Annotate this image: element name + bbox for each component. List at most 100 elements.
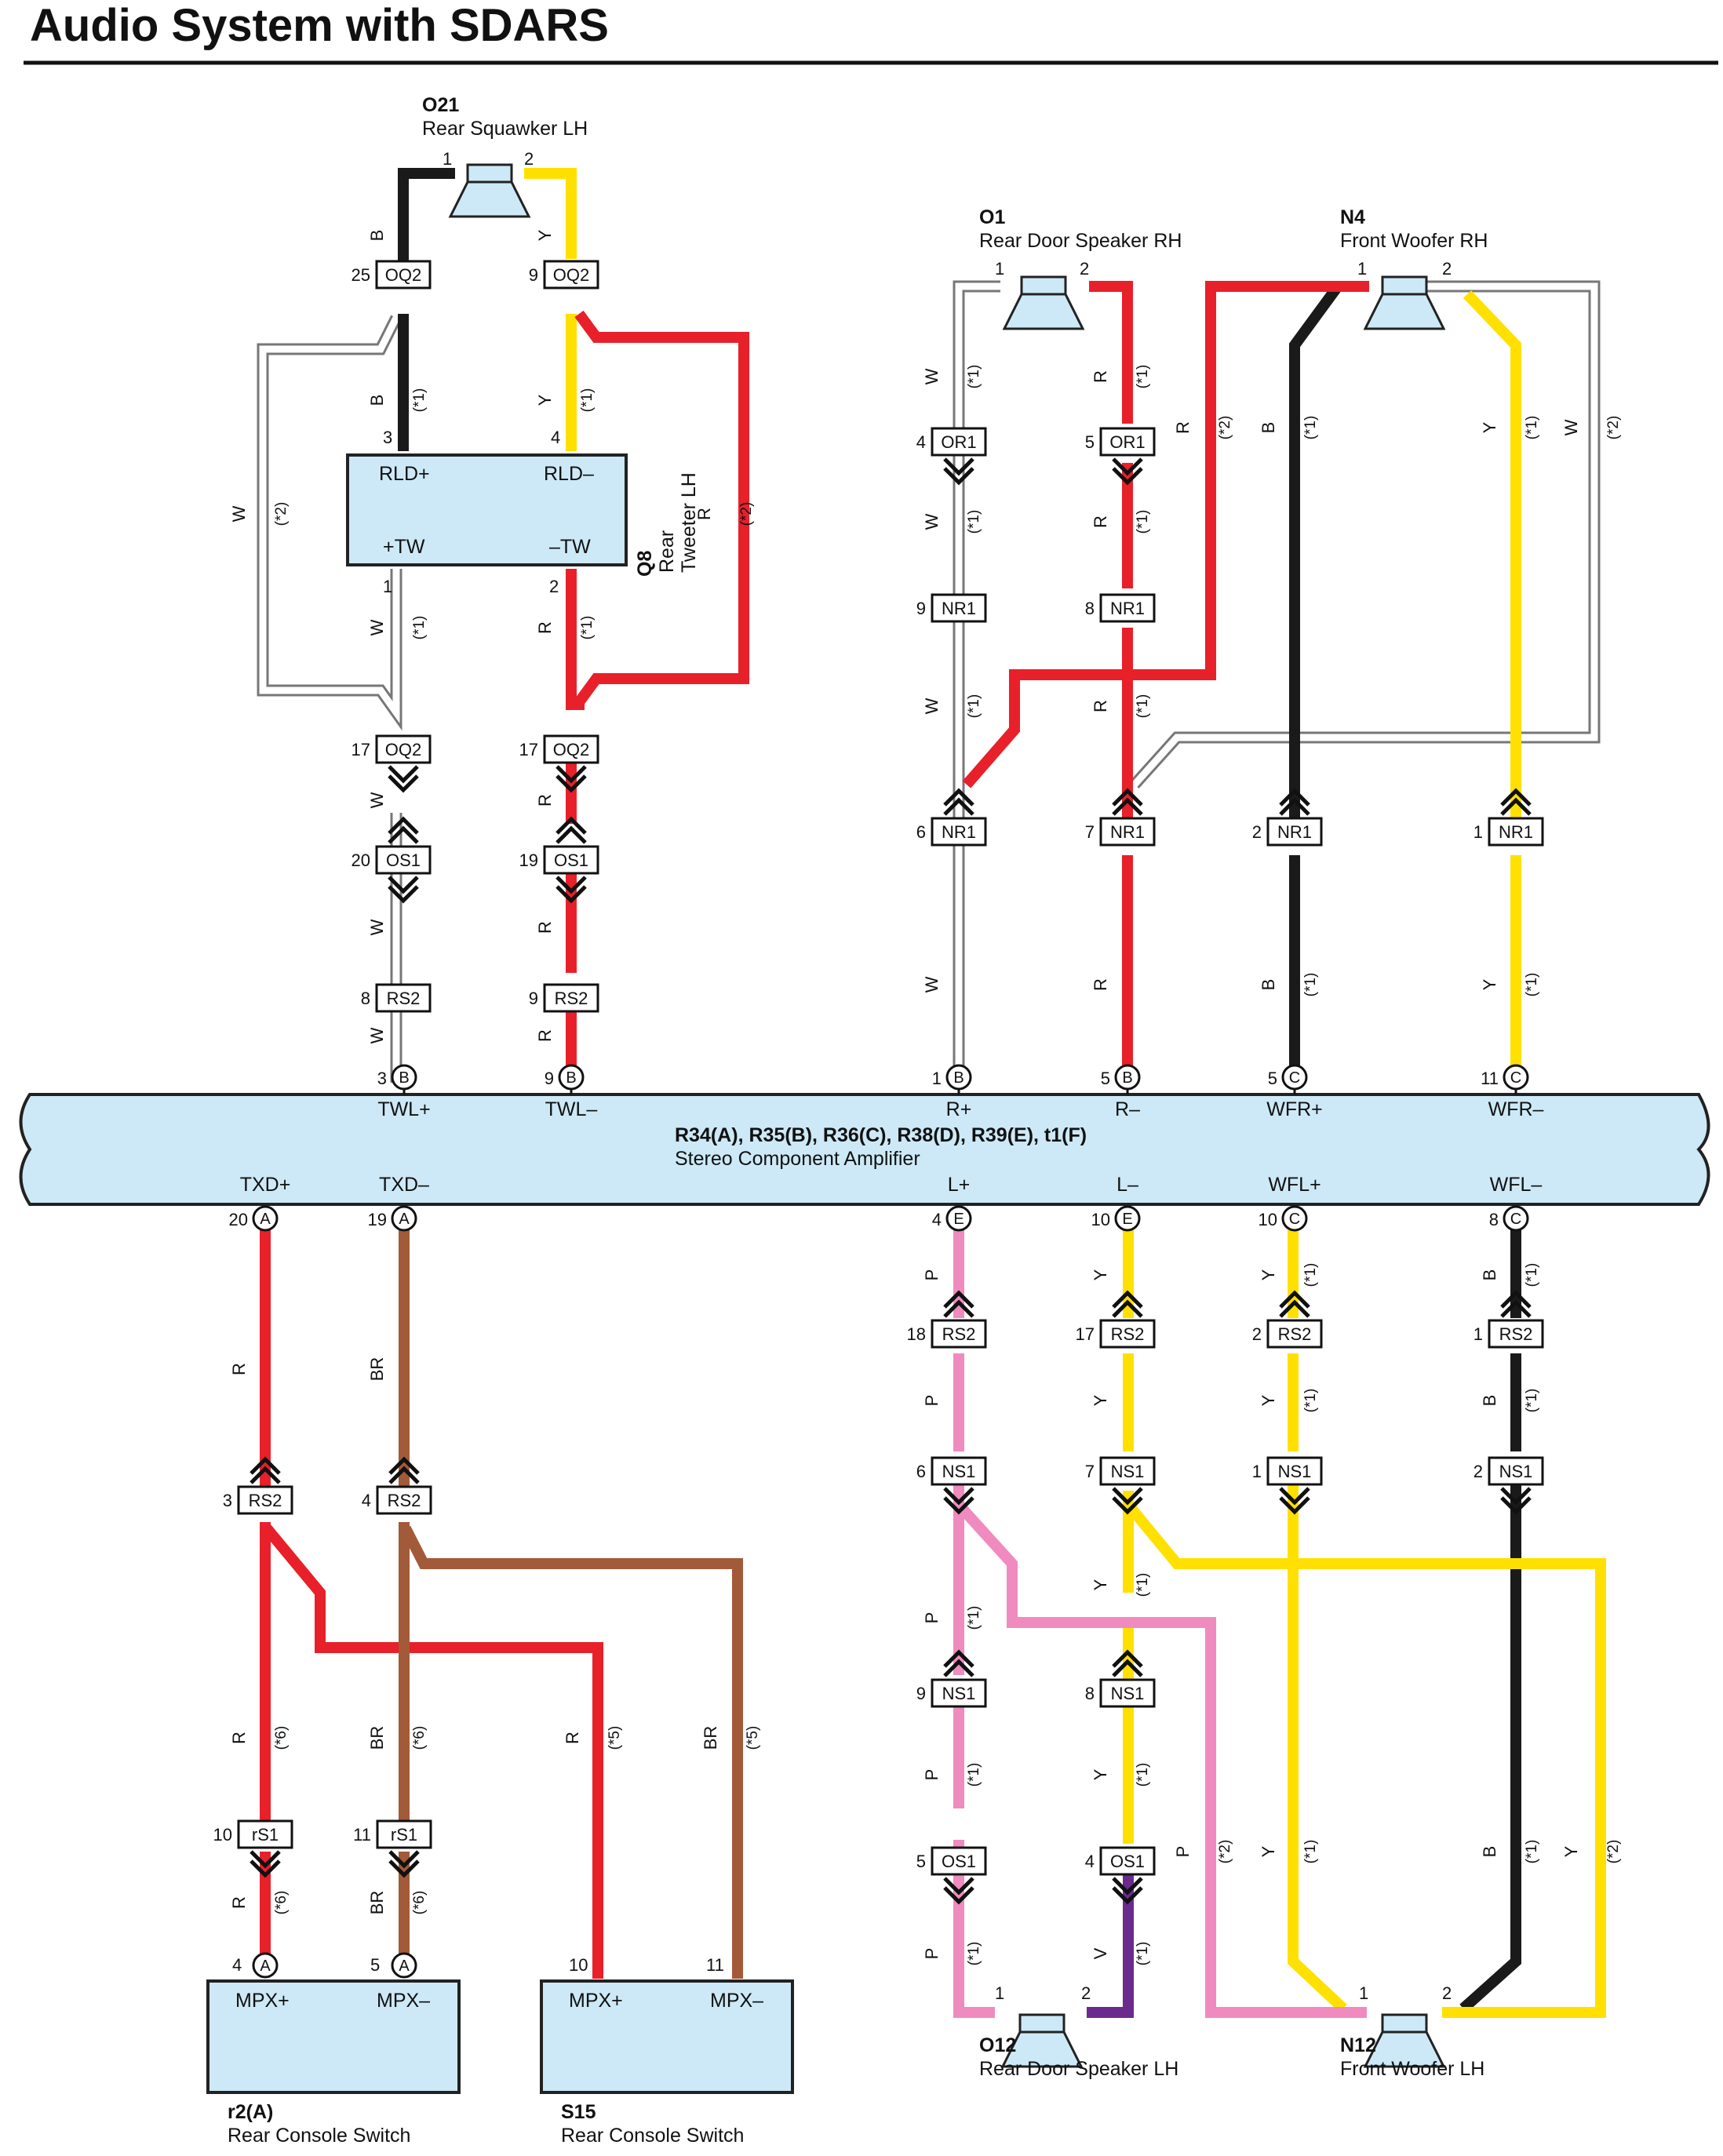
connector-pin: 1 <box>1473 1324 1483 1344</box>
connector-pin: 9 <box>916 1684 926 1703</box>
connector-name: OQ2 <box>553 265 589 285</box>
wire-color-code: Y <box>535 229 555 241</box>
wire-label: Y(*2) <box>1561 1840 1622 1864</box>
amp-top-letter: B <box>566 1069 576 1087</box>
n12-id: N12 <box>1340 2034 1376 2056</box>
wire-color-code: Y <box>1259 1394 1278 1406</box>
o12-rear-door-speaker-lh: 1 2 O12 Rear Door Speaker LH <box>979 1983 1178 2080</box>
wire-label: Y(*1) <box>1259 1389 1319 1413</box>
q8-rear-tweeter-lh: RLD+ RLD– +TW –TW 3 4 1 2 Q8 Rear Tweete… <box>346 428 700 596</box>
wire-label: Y <box>1091 1269 1110 1280</box>
connector-pin: 4 <box>916 432 926 452</box>
amp-terminals: B3TWL+B9TWL–B1R+B5R–C5WFR+C11WFR–A20TXD+… <box>229 1064 1544 1232</box>
wire-color-code: Y <box>1480 978 1499 990</box>
wire-color-code: BR <box>367 1891 387 1915</box>
wire-note: (*6) <box>273 1726 290 1750</box>
wire-color-code: R <box>535 794 555 807</box>
n4-name: Front Woofer RH <box>1340 230 1488 252</box>
wire-note: (*1) <box>966 510 982 534</box>
wire-label: BR <box>367 1357 387 1382</box>
wire-label: W <box>367 1027 387 1043</box>
amp-top-term: WFR– <box>1488 1098 1544 1120</box>
o1-pin1: 1 <box>995 259 1004 279</box>
connector-name: OR1 <box>1109 432 1145 452</box>
wire-label: R <box>535 794 555 807</box>
wire-color-code: P <box>1173 1846 1193 1858</box>
connector-name: NR1 <box>1110 822 1145 842</box>
connector-name: RS2 <box>1278 1324 1312 1344</box>
wire-label: R(*1) <box>1091 365 1151 389</box>
stereo-component-amplifier: R34(A), R35(B), R36(C), R38(D), R39(E), … <box>19 1093 1710 1206</box>
connector-pin: 8 <box>1085 1684 1095 1703</box>
amp-top-pin: 1 <box>932 1069 942 1088</box>
wire-color-code: B <box>1259 422 1278 434</box>
wire-color-code: BR <box>367 1357 387 1382</box>
wire-color-code: R <box>563 1732 582 1744</box>
amp-bottom-letter: E <box>1122 1211 1132 1228</box>
wire-color-code: Y <box>1480 421 1499 433</box>
connector-pin: 2 <box>1252 822 1262 842</box>
amp-top-terminal: B1R+ <box>932 1064 972 1120</box>
o12-id: O12 <box>979 2034 1016 2056</box>
amp-bottom-terminal: E 10 L– <box>1091 1174 1141 1232</box>
wire-note: (*2) <box>1605 416 1622 440</box>
wire-color-code: P <box>922 1395 942 1407</box>
wire-note: (*5) <box>607 1726 623 1750</box>
wire-label: Y(*1) <box>1091 1573 1151 1597</box>
amp-bottom-pin: 10 <box>1091 1210 1110 1229</box>
inline-connector: OR1 4 <box>916 427 987 483</box>
amp-top-term: TWL+ <box>377 1098 430 1120</box>
wire-label: BR(*6) <box>367 1726 428 1750</box>
wire-note: (*1) <box>411 616 428 640</box>
wire-label: W <box>367 792 387 808</box>
connector-name: NR1 <box>942 822 976 842</box>
o1-name: Rear Door Speaker RH <box>979 230 1182 252</box>
amp-top-term: R+ <box>946 1098 972 1120</box>
wire-note: (*1) <box>1135 1573 1151 1597</box>
amp-bottom-letter: C <box>1289 1211 1300 1228</box>
wire-note: (*1) <box>1302 1840 1319 1864</box>
connector-name: NS1 <box>942 1684 976 1703</box>
speaker-icon <box>1003 275 1084 330</box>
wire-color-code: Y <box>1561 1845 1581 1857</box>
connector-name: RS2 <box>942 1324 976 1344</box>
connector-pin: 9 <box>529 989 538 1008</box>
wire-label: R <box>535 1029 555 1042</box>
wire-note: (*1) <box>1302 973 1319 997</box>
o21-id: O21 <box>422 94 459 116</box>
connector-name: OS1 <box>386 850 421 870</box>
wire-label: Y(*1) <box>1480 973 1540 997</box>
amp-top-terminal: B5R– <box>1101 1064 1141 1120</box>
amp-top-pin: 11 <box>1481 1069 1499 1088</box>
wire-color-code: Y <box>1091 1768 1110 1780</box>
connector-name: NS1 <box>1111 1684 1145 1703</box>
wire-label: B(*1) <box>1480 1389 1540 1413</box>
s15-name: Rear Console Switch <box>561 2125 744 2147</box>
connector-name: OR1 <box>941 432 976 452</box>
wire-label: B(*1) <box>1259 416 1319 440</box>
n4-id: N4 <box>1340 206 1365 228</box>
connector-name: RS2 <box>387 989 421 1008</box>
amp-bottom-term: L– <box>1116 1174 1138 1196</box>
wire-color-code: P <box>922 1269 942 1281</box>
speaker-icon <box>449 163 530 218</box>
amp-top-letter: C <box>1289 1069 1300 1087</box>
connector-pin: 9 <box>916 599 926 618</box>
wire-label: W(*2) <box>229 502 290 526</box>
white-wires <box>257 280 1601 1083</box>
wire-label: R(*2) <box>1173 416 1233 440</box>
o21-pin2: 2 <box>524 149 534 169</box>
wire-color-code: R <box>1091 515 1110 528</box>
connector-pin: 18 <box>907 1324 926 1344</box>
connector-pin: 2 <box>1473 1462 1483 1481</box>
